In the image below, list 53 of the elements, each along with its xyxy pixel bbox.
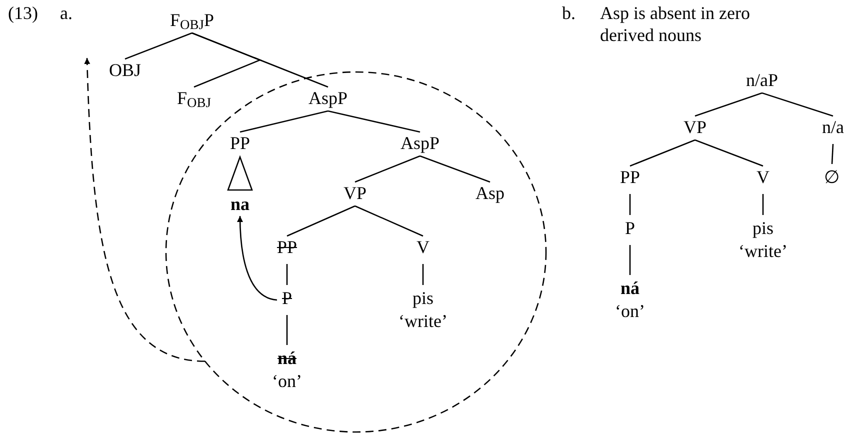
gloss-text: ‘on’: [615, 300, 645, 323]
tree-branch: [286, 315, 288, 345]
tree-branch: [240, 110, 328, 133]
tree-label: ná: [277, 347, 296, 369]
tree-branch: [286, 205, 356, 237]
tree-label: pis: [412, 287, 434, 309]
tree-branch: [831, 144, 834, 164]
tree-label: ∅: [824, 166, 840, 188]
tree-label: PP: [230, 132, 250, 154]
tree-branch: [762, 92, 834, 117]
tree-label: F$_{OBJ}$P: [170, 9, 214, 31]
tree-label: V: [416, 236, 430, 258]
tree-branch: [420, 155, 490, 183]
tree-label: AspP: [308, 87, 348, 109]
note-text: Asp is absent in zero derived nouns: [600, 2, 751, 46]
example-number: (13): [8, 2, 38, 24]
example-number: a.: [60, 2, 72, 24]
tree-label: OBJ: [109, 59, 141, 81]
tree-branch: [124, 32, 192, 60]
tree-branch: [286, 264, 288, 285]
tree-label: V: [756, 166, 770, 188]
tree-label: na: [230, 193, 250, 215]
tree-label: P: [625, 217, 635, 239]
tree-label: AspP: [400, 132, 440, 154]
tree-label: PP: [620, 166, 640, 188]
movement-arrow: [237, 216, 278, 301]
movement-arrow: [84, 58, 206, 362]
tree-branch: [694, 92, 762, 117]
gloss-text: ‘write’: [398, 310, 448, 333]
tree-branch: [328, 110, 420, 133]
tree-branch: [192, 32, 262, 88]
tree-label: VP: [684, 116, 706, 138]
tree-label: F$_{OBJ}$: [176, 87, 212, 109]
tree-branch: [694, 139, 764, 167]
tree-label: pis: [752, 217, 774, 239]
example-number: b.: [562, 2, 576, 24]
tree-branch: [354, 155, 420, 183]
tree-label: Asp: [476, 182, 504, 204]
tree-label: n/a: [822, 116, 844, 138]
triangle-branch: [227, 155, 253, 191]
tree-branch: [629, 245, 631, 275]
tree-label: PP: [276, 236, 298, 258]
gloss-text: ‘write’: [738, 240, 788, 263]
tree-branch: [629, 194, 631, 215]
tree-label: n/aP: [746, 69, 778, 91]
tree-label: P: [282, 287, 292, 309]
tree-label: VP: [344, 182, 366, 204]
tree-branch: [762, 194, 764, 215]
gloss-text: ‘on’: [272, 370, 302, 393]
tree-label: ná: [620, 277, 640, 299]
tree-branch: [422, 264, 424, 285]
tree-branch: [354, 205, 424, 237]
tree-branch: [630, 139, 696, 167]
